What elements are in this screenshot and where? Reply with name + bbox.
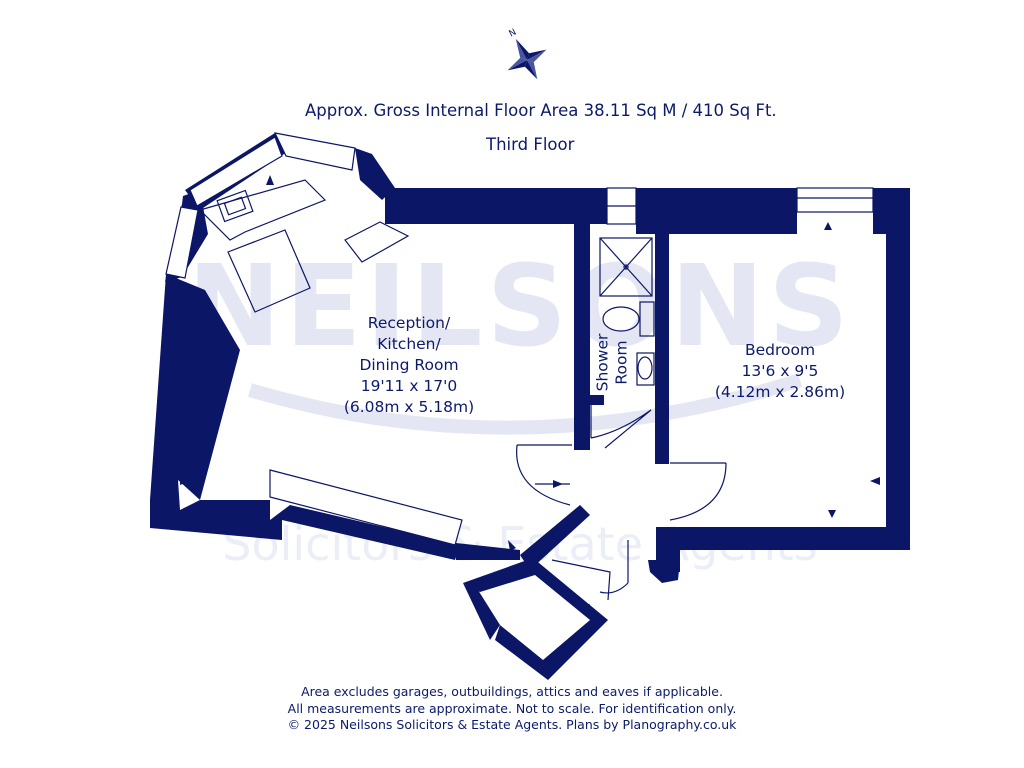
reception-door-swing <box>516 444 572 506</box>
window-bay-northwest <box>189 136 283 207</box>
shower-word1: Shower <box>593 333 612 392</box>
disclaimer-line1: Area excludes garages, outbuildings, att… <box>301 684 723 699</box>
arrow-marker <box>828 510 836 518</box>
walls <box>150 133 910 680</box>
wall-cupboard-left <box>463 583 500 640</box>
kitchen-worktop <box>198 179 327 241</box>
window-bay-west <box>165 206 199 279</box>
reception-name-line3: Dining Room <box>359 356 459 374</box>
windows <box>165 132 874 546</box>
window-bay-north <box>273 132 356 171</box>
wall-bedroom-east <box>886 188 910 550</box>
toilet-cistern <box>639 301 655 337</box>
watermark-swoosh <box>248 373 803 435</box>
bedroom-door-swing <box>669 462 727 521</box>
wall-north-reception <box>385 188 607 224</box>
room-label-shower: Shower <box>593 318 614 408</box>
shower-tray <box>599 237 653 297</box>
reception-dims-imperial: 19'11 x 17'0 <box>360 377 458 395</box>
watermark: NEILSONS Solicitors & Estate Agents <box>187 242 853 571</box>
copyright-line: © 2025 Neilsons Solicitors & Estate Agen… <box>287 717 737 732</box>
disclaimer: Area excludes garages, outbuildings, att… <box>262 684 762 734</box>
basin <box>636 352 655 386</box>
reception-name-line2: Kitchen/ <box>377 335 441 353</box>
wall-partition-shower-bedroom <box>655 224 669 464</box>
kitchen-sink <box>216 189 254 223</box>
wall-hall-east <box>648 560 680 583</box>
wall-reception-south <box>150 500 460 560</box>
shower-word2: Room <box>612 340 631 385</box>
arrow-marker <box>824 222 832 230</box>
disclaimer-line2: All measurements are approximate. Not to… <box>287 700 737 716</box>
compass-north-label: N <box>508 28 519 40</box>
bedroom-dims-metric: (4.12m x 2.86m) <box>714 383 846 401</box>
watermark-brand: NEILSONS <box>187 242 853 372</box>
room-label-reception: Reception/ Kitchen/ Dining Room 19'11 x … <box>342 313 476 418</box>
arrow-marker <box>180 477 190 485</box>
arrow-marker <box>870 477 880 485</box>
kitchen-unit <box>344 221 410 263</box>
room-label-shower-room: Room <box>612 318 633 408</box>
dimension-markers <box>180 175 880 612</box>
arrow-marker <box>578 604 590 612</box>
wall-reception-west-lower <box>150 274 240 525</box>
reception-dims-metric: (6.08m x 5.18m) <box>343 398 475 416</box>
wall-reception-south-mid <box>456 543 520 560</box>
window-reception-south <box>269 469 463 546</box>
cupboard-door-swing <box>551 559 611 601</box>
wall-partition-reception-shower-low <box>574 440 590 450</box>
bedroom-dims-imperial: 13'6 x 9'5 <box>741 362 819 380</box>
arrow-marker <box>508 540 516 551</box>
arrow-marker <box>266 175 274 185</box>
fixtures <box>198 179 727 601</box>
wall-reception-bay-top-right <box>355 148 395 200</box>
kitchen-island <box>227 229 311 313</box>
wall-hall-south <box>520 505 590 570</box>
kitchen-sink-inner <box>223 196 247 216</box>
arrow-marker <box>553 480 563 488</box>
toilet-bowl <box>602 306 640 332</box>
shower-door-swing <box>590 398 652 449</box>
wall-bedroom-south <box>672 527 910 550</box>
window-north-bedroom <box>796 187 874 213</box>
floor-level-title: Third Floor <box>486 135 575 154</box>
room-label-bedroom: Bedroom 13'6 x 9'5 (4.12m x 2.86m) <box>710 340 850 403</box>
floor-area-title: Approx. Gross Internal Floor Area 38.11 … <box>305 101 777 120</box>
wall-cupboard <box>463 558 608 680</box>
hall-door-swing <box>599 540 629 594</box>
wall-partition-reception-shower <box>574 224 590 442</box>
compass-icon: N <box>507 28 547 80</box>
wall-shower-south <box>590 395 604 405</box>
reception-name-line1: Reception/ <box>367 314 451 332</box>
bedroom-name: Bedroom <box>744 341 816 359</box>
